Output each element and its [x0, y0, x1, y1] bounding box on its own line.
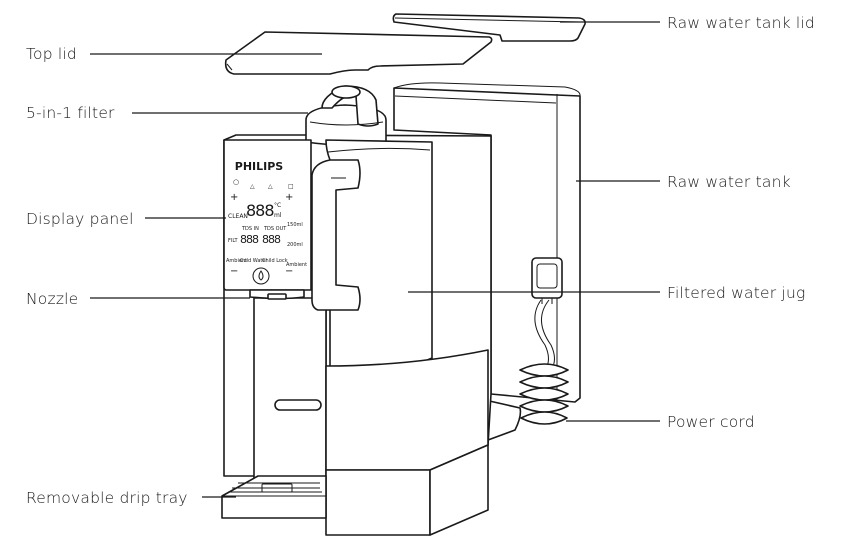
label-power-cord: Power cord [667, 413, 755, 431]
label-filter: 5-in-1 filter [26, 104, 115, 122]
svg-text:CLEAN: CLEAN [228, 213, 248, 220]
svg-text:888: 888 [262, 233, 281, 246]
svg-text:−: − [230, 266, 238, 277]
label-display-panel: Display panel [26, 210, 134, 228]
svg-text:+: + [230, 192, 238, 203]
svg-text:ml: ml [274, 212, 282, 219]
svg-text:△: △ [268, 183, 273, 190]
svg-text:△: △ [250, 183, 255, 190]
drip-tray [221, 475, 327, 519]
svg-text:○: ○ [233, 178, 239, 186]
svg-text:200ml: 200ml [287, 242, 303, 248]
jug-base [325, 349, 489, 536]
power-cord [519, 257, 569, 425]
svg-text:888: 888 [246, 201, 274, 220]
filtered-water-jug [311, 139, 433, 371]
svg-text:Cold Water: Cold Water [240, 258, 268, 264]
svg-text:□: □ [288, 183, 294, 190]
top-lid [224, 31, 493, 75]
label-drip-tray: Removable drip tray [26, 489, 188, 507]
label-raw-water-tank: Raw water tank [667, 173, 791, 191]
tank-base [484, 399, 522, 441]
svg-text:150ml: 150ml [287, 222, 303, 228]
svg-text:PHILIPS: PHILIPS [235, 160, 284, 173]
nozzle [249, 289, 305, 300]
svg-text:TDS IN: TDS IN [241, 226, 259, 232]
label-top-lid: Top lid [26, 45, 77, 63]
svg-text:FILT: FILT [228, 238, 238, 244]
svg-text:Ambient: Ambient [286, 262, 307, 268]
filter [305, 85, 387, 146]
svg-text:+: + [285, 192, 293, 203]
label-filtered-water-jug: Filtered water jug [667, 284, 806, 302]
svg-text:888: 888 [240, 233, 259, 246]
label-raw-water-tank-lid: Raw water tank lid [667, 14, 815, 32]
display-panel: PHILIPS ○ △ △ □ + + 888 °C ml CLEAN 150m… [223, 139, 312, 291]
leader-lines [90, 21, 660, 498]
svg-text:°C: °C [274, 202, 281, 209]
svg-text:−: − [285, 266, 293, 277]
svg-text:TDS OUT: TDS OUT [263, 226, 287, 232]
raw-water-tank-lid [392, 13, 586, 42]
svg-text:Child Lock: Child Lock [262, 258, 288, 264]
svg-text:Ambient: Ambient [226, 258, 247, 264]
label-nozzle: Nozzle [26, 290, 79, 308]
